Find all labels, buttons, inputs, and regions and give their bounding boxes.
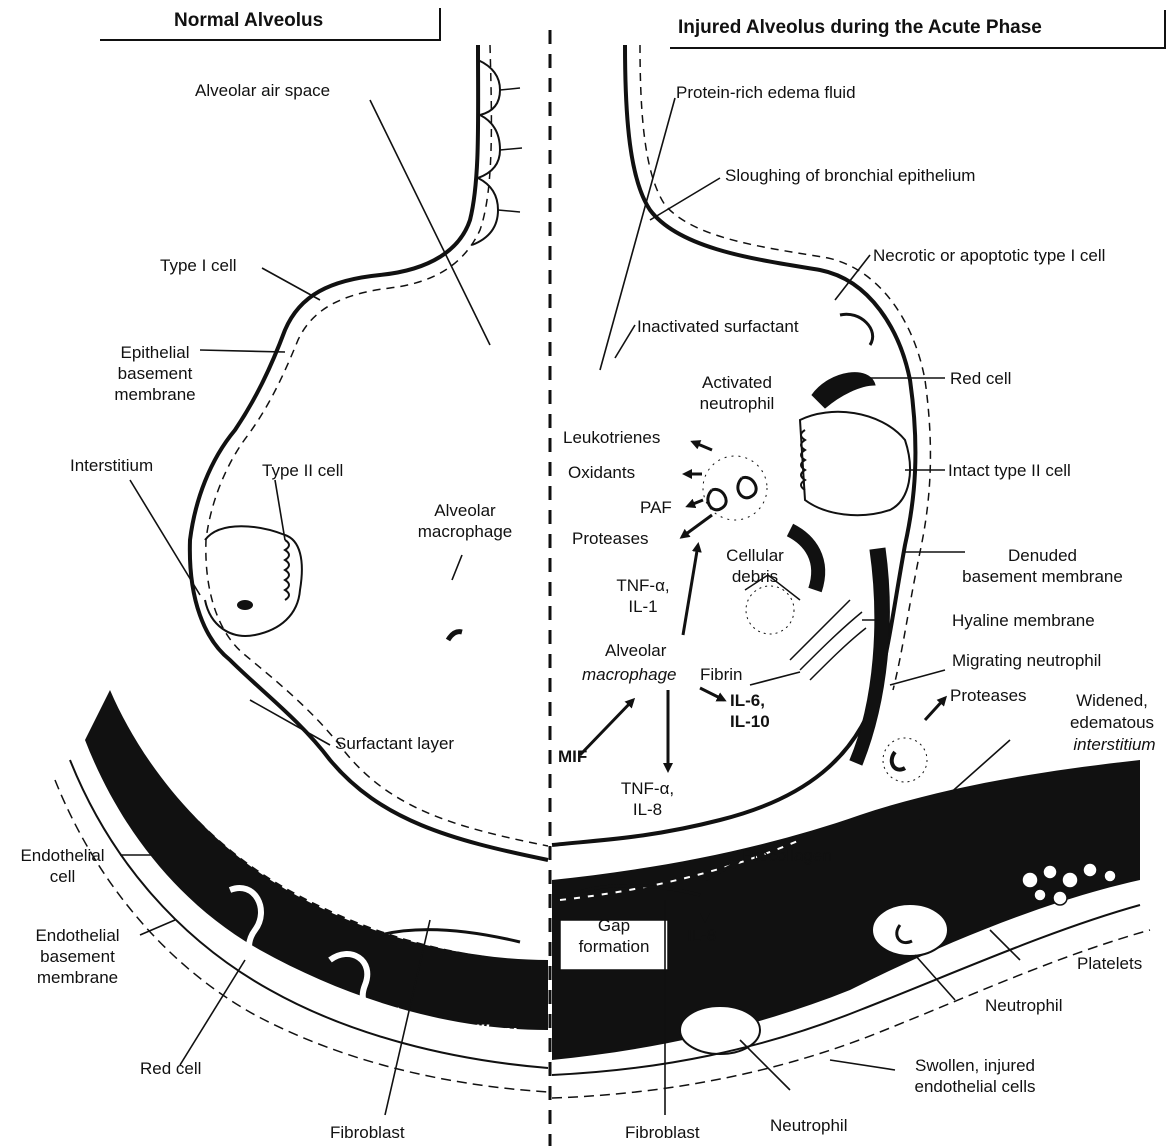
- label-type-ii-cell: Type II cell: [262, 460, 343, 481]
- label-proteases-1: Proteases: [572, 528, 649, 549]
- label-necrotic-type-i-cell: Necrotic or apoptotic type I cell: [873, 245, 1105, 266]
- label-epithelial-basement-membrane: Epithelial basement membrane: [100, 342, 210, 405]
- label-macrophage-right: macrophage: [582, 664, 677, 685]
- title-normal-alveolus: Normal Alveolus: [174, 9, 323, 33]
- label-cellular-debris: Cellular debris: [705, 545, 805, 587]
- label-inactivated-surfactant: Inactivated surfactant: [637, 316, 799, 337]
- label-procollagen: Procollagen: [742, 845, 832, 866]
- label-alveolar-macrophage-left: Alveolar macrophage: [400, 500, 530, 542]
- label-il6-il10: IL-6, IL-10: [730, 690, 790, 732]
- label-gap-formation: Gap formation: [560, 915, 668, 957]
- label-alveolar-air-space: Alveolar air space: [195, 80, 330, 101]
- label-il8: IL-8: [687, 925, 716, 946]
- label-sloughing-bronchial-epithelium: Sloughing of bronchial epithelium: [725, 165, 975, 186]
- label-fibroblast-left: Fibroblast: [330, 1122, 405, 1143]
- label-migrating-neutrophil: Migrating neutrophil: [952, 650, 1101, 671]
- label-mif: MIF: [558, 746, 587, 767]
- label-denuded-basement-membrane: Denuded basement membrane: [960, 545, 1125, 587]
- label-widened-interstitium-1: Widened,: [1062, 690, 1162, 711]
- title-injured-alveolus: Injured Alveolus during the Acute Phase: [678, 16, 1042, 40]
- label-red-cell-left: Red cell: [140, 1058, 201, 1079]
- label-protein-rich-edema-fluid: Protein-rich edema fluid: [676, 82, 856, 103]
- label-widened-interstitium-3: interstitium: [1062, 734, 1167, 755]
- label-leukotrienes: Leukotrienes: [563, 427, 660, 448]
- label-neutrophil-1: Neutrophil: [985, 995, 1063, 1016]
- label-capillary: Capillary: [440, 1022, 516, 1043]
- label-activated-neutrophil: Activated neutrophil: [682, 372, 792, 414]
- label-tnf-il8: TNF-α, IL-8: [610, 778, 685, 820]
- label-surfactant-layer: Surfactant layer: [335, 733, 454, 754]
- label-red-cell-right: Red cell: [950, 368, 1011, 389]
- label-tnf-il1: TNF-α, IL-1: [608, 575, 678, 617]
- label-endothelial-cell: Endothelial cell: [5, 845, 120, 887]
- label-proteases-2: Proteases: [950, 685, 1027, 706]
- label-intact-type-ii-cell: Intact type II cell: [948, 460, 1071, 481]
- label-hyaline-membrane: Hyaline membrane: [952, 610, 1095, 631]
- label-alveolar-macrophage-right: Alveolar: [605, 640, 666, 661]
- label-fibroblast-right: Fibroblast: [625, 1122, 700, 1143]
- label-widened-interstitium-2: edematous: [1062, 712, 1162, 733]
- label-oxidants: Oxidants: [568, 462, 635, 483]
- label-fibrin: Fibrin: [700, 664, 743, 685]
- label-paf: PAF: [640, 497, 672, 518]
- label-interstitium: Interstitium: [70, 455, 153, 476]
- label-platelets: Platelets: [1077, 953, 1142, 974]
- label-endothelial-basement-membrane: Endothelial basement membrane: [15, 925, 140, 988]
- label-swollen-endothelial-cells: Swollen, injured endothelial cells: [895, 1055, 1055, 1097]
- label-neutrophil-2: Neutrophil: [770, 1115, 848, 1136]
- label-type-i-cell: Type I cell: [160, 255, 237, 276]
